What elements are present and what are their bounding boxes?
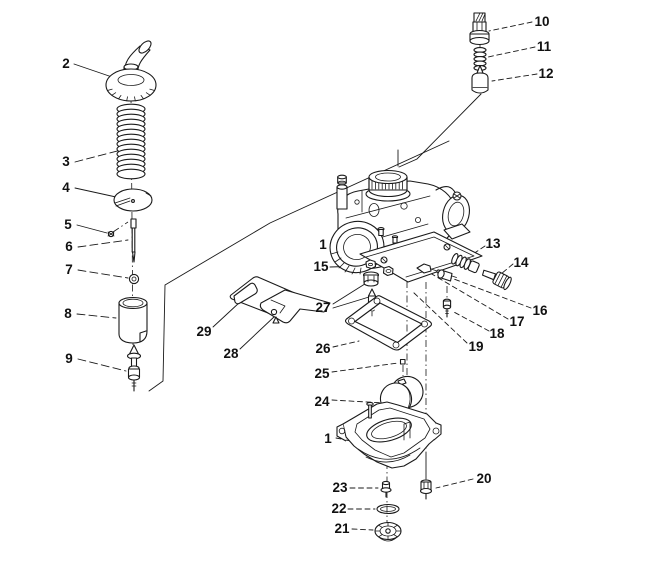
locating-lines (148, 93, 482, 392)
callout-18: 18 (489, 326, 505, 341)
callout-11: 11 (537, 39, 552, 54)
callout-3: 3 (62, 154, 70, 169)
part-throttle-slide (118, 296, 148, 344)
part-bowl-gasket (344, 295, 433, 351)
callout-25: 25 (314, 366, 330, 381)
callout-23: 23 (332, 480, 348, 495)
part-pilot-screw (442, 298, 452, 318)
part-starter-plunger (471, 64, 489, 94)
callout-27: 27 (315, 300, 330, 315)
part-pilot-jet (365, 259, 377, 270)
callout-9: 9 (65, 351, 73, 366)
part-valve-seat (437, 269, 457, 282)
callout-6: 6 (65, 239, 73, 254)
part-jet-needle (130, 218, 137, 263)
callout-21: 21 (334, 521, 350, 536)
callout-19: 19 (468, 339, 483, 354)
part-cap-cable-elbow (105, 40, 157, 102)
part-washer (128, 273, 140, 285)
callout-1-float-bowl: 1 (324, 431, 332, 446)
callout-29: 29 (196, 324, 211, 339)
part-float-pin (399, 358, 406, 365)
callout-12: 12 (538, 66, 553, 81)
part-throttle-spring (116, 103, 146, 180)
callout-22: 22 (331, 501, 346, 516)
callout-2: 2 (62, 56, 70, 71)
part-spring-seat-disc (113, 188, 153, 212)
callout-26: 26 (315, 341, 331, 356)
part-adjuster-spring (451, 252, 480, 274)
callout-28: 28 (223, 346, 239, 361)
part-needle-clip (107, 230, 115, 238)
callout-1-carb-body: 1 (319, 237, 327, 252)
callout-24: 24 (314, 394, 330, 409)
callout-20: 20 (476, 471, 491, 486)
callout-15: 15 (313, 259, 329, 274)
part-needle-jet (126, 344, 142, 392)
part-plunger-cap-screw (469, 12, 490, 46)
part-choke-bracket (259, 289, 331, 324)
callout-14: 14 (513, 255, 529, 270)
callout-7: 7 (65, 262, 73, 277)
part-adjuster-screw (481, 269, 512, 291)
callout-labels: 2 3 4 5 6 7 8 9 10 11 12 1 13 14 15 16 1… (62, 14, 553, 536)
float-bowl (336, 401, 442, 469)
carburetor-body (329, 169, 483, 283)
callout-4: 4 (62, 180, 70, 195)
callout-13: 13 (485, 236, 501, 251)
callout-16: 16 (532, 303, 548, 318)
part-drain-plug (374, 521, 402, 542)
callout-17: 17 (509, 314, 524, 329)
callout-5: 5 (64, 217, 72, 232)
part-drain-screw (380, 480, 392, 498)
callout-10: 10 (534, 14, 549, 29)
callout-8: 8 (64, 306, 72, 321)
part-main-jet (382, 265, 394, 277)
part-needle-jet-holder (362, 271, 380, 287)
part-o-ring (376, 503, 400, 515)
part-bowl-screw (419, 479, 433, 500)
